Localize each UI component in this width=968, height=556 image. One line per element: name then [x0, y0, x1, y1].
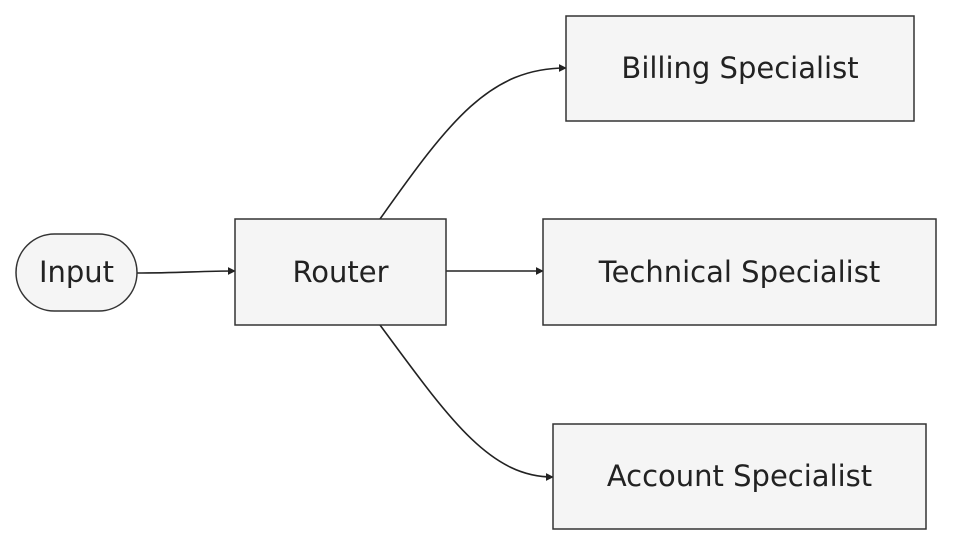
node-router-label: Router [292, 255, 388, 289]
edge-router-to-account [379, 324, 554, 481]
edge-router-to-billing [379, 64, 567, 220]
edge-input-to-router [135, 267, 236, 276]
node-router[interactable]: Router [234, 218, 447, 326]
node-technical-specialist-label: Technical Specialist [598, 255, 880, 289]
node-input[interactable]: Input [15, 233, 138, 312]
node-account-specialist[interactable]: Account Specialist [552, 423, 927, 530]
node-billing-specialist[interactable]: Billing Specialist [565, 15, 915, 122]
node-billing-specialist-label: Billing Specialist [621, 51, 858, 85]
node-input-label: Input [39, 255, 114, 289]
node-account-specialist-label: Account Specialist [607, 459, 872, 493]
node-technical-specialist[interactable]: Technical Specialist [542, 218, 937, 326]
